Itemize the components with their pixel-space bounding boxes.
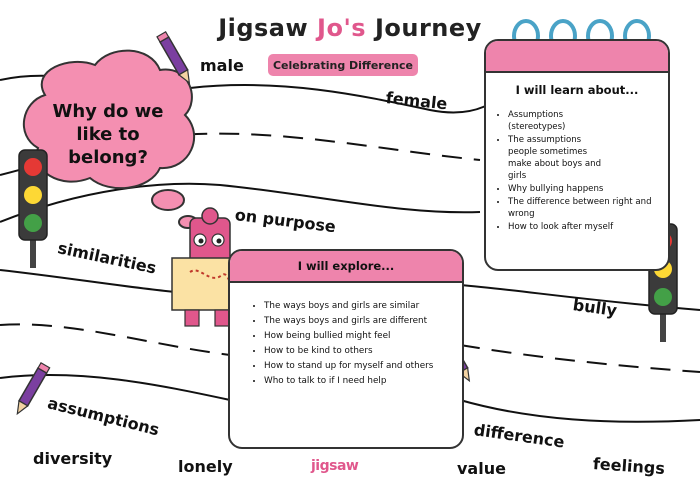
learn-card-header: [486, 41, 668, 73]
word-diversity: diversity: [33, 449, 113, 468]
traffic-light-icon: [18, 149, 48, 268]
jigsaw-logo: jigsaw: [311, 458, 359, 474]
explore-card: I will explore... The ways boys and girl…: [228, 249, 464, 449]
pencil-icon: [16, 361, 51, 416]
word-male: male: [200, 56, 244, 75]
learn-card: I will learn about... Assumptions (stere…: [484, 39, 670, 271]
learn-card-heading: I will learn about...: [515, 83, 639, 97]
word-value: value: [457, 459, 506, 478]
explore-item: How being bullied might feel: [264, 329, 462, 343]
learn-item: Assumptions (stereotypes): [508, 109, 608, 133]
learn-item: The difference between right and wrong: [508, 196, 668, 220]
learn-item: How to look after myself: [508, 221, 668, 233]
page-title: Jigsaw Jo's Journey: [218, 14, 482, 42]
explore-item: The ways boys and girls are different: [264, 314, 462, 328]
cloud-question: Why do we like to belong?: [52, 101, 164, 168]
explore-item: The ways boys and girls are similar: [264, 299, 462, 313]
explore-item: Who to talk to if I need help: [264, 374, 462, 388]
pencil-icon: [156, 30, 191, 85]
explore-item: How to be kind to others: [264, 344, 462, 358]
learn-item: The assumptions people sometimes make ab…: [508, 134, 608, 182]
page-subtitle: Celebrating Difference: [268, 54, 418, 76]
learn-item: Why bullying happens: [508, 183, 668, 195]
word-lonely: lonely: [178, 457, 233, 476]
explore-list: The ways boys and girls are similar The …: [230, 299, 462, 388]
learn-list: Assumptions (stereotypes) The assumption…: [486, 109, 668, 233]
explore-card-heading: I will explore...: [230, 251, 462, 283]
explore-item: How to stand up for myself and others: [264, 359, 462, 373]
